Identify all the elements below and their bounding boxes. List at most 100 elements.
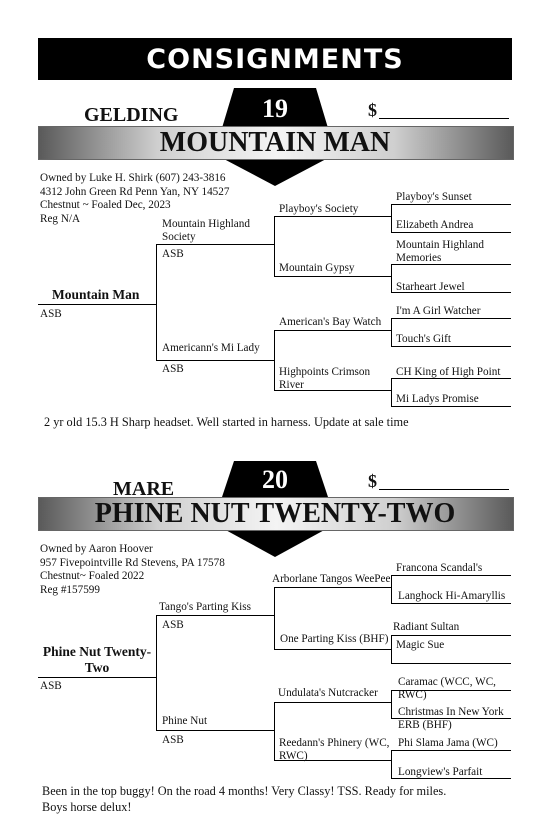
lot-19-sss: Playboy's Sunset	[396, 191, 472, 203]
pedigree-line	[274, 702, 392, 703]
lot-badge-19	[222, 88, 328, 186]
pedigree-line	[391, 690, 392, 718]
pedigree-line	[391, 318, 392, 346]
lot-19-subject-reg: ASB	[40, 308, 62, 320]
pedigree-line	[274, 276, 392, 277]
lot-19-pedigree-subject: Mountain Man	[52, 287, 140, 302]
lot-19-dam-sire: American's Bay Watch	[279, 316, 382, 328]
pedigree-line	[391, 750, 511, 751]
pedigree-line	[391, 318, 511, 319]
lot-20-ddd: Longview's Parfait	[398, 766, 483, 778]
pedigree-line	[274, 330, 275, 390]
pedigree-line	[391, 204, 511, 205]
pedigree-line	[274, 330, 392, 331]
lot-20-pedigree-subject: Phine Nut Twenty- Two	[38, 644, 156, 676]
pedigree-line	[38, 677, 157, 678]
pedigree-line	[156, 615, 157, 730]
pedigree-line	[156, 360, 275, 361]
lot-19-dss: I'm A Girl Watcher	[396, 305, 481, 317]
lot-20-sdd: Magic Sue	[396, 639, 445, 651]
lot-20-horse-name: PHINE NUT TWENTY-TWO	[94, 498, 456, 529]
owner-line: Chestnut~ Foaled 2022	[40, 570, 145, 582]
owner-line: Chestnut ~ Foaled Dec, 2023	[40, 199, 171, 211]
lot-19-dds: CH King of High Point	[396, 366, 501, 378]
subject-line: Two	[84, 660, 110, 675]
owner-line: 957 Fivepointville Rd Stevens, PA 17578	[40, 556, 225, 569]
pedigree-line	[274, 702, 275, 760]
lot-19-price-label: $	[368, 100, 377, 120]
owner-line: Owned by Aaron Hoover	[40, 543, 153, 555]
pedigree-line	[391, 575, 392, 603]
lot-20-number: 20	[262, 465, 288, 494]
pedigree-line	[274, 649, 392, 650]
pedigree-line	[391, 292, 511, 293]
lot-20-price-line	[379, 489, 509, 490]
pedigree-line	[391, 378, 392, 406]
lot-20-sire: Tango's Parting Kiss	[159, 601, 251, 613]
lot-20-sss: Francona Scandal's	[396, 562, 483, 574]
lot-20-ssd: Langhock Hi-Amaryllis	[398, 590, 506, 602]
lot-19-dam: Americann's Mi Lady	[162, 342, 260, 354]
lot-19-ddd: Mi Ladys Promise	[396, 393, 479, 405]
note-line: Boys horse delux!	[42, 800, 132, 814]
pedigree-line	[391, 406, 511, 407]
lot-19-ssd: Elizabeth Andrea	[396, 219, 474, 231]
lot-20-dsd: Christmas In New York ERB (BHF)	[398, 706, 504, 731]
lot-20-dss: Caramac (WCC, WC, RWC)	[398, 676, 496, 701]
lot-19-sex: GELDING	[84, 104, 179, 126]
pedigree-line	[391, 690, 511, 691]
pedigree-line	[156, 730, 275, 731]
pedigree-line	[391, 718, 511, 719]
pedigree-line	[274, 587, 392, 588]
lot-20-price-label: $	[368, 471, 377, 491]
lot-19-sire: Mountain Highland Society	[162, 218, 250, 243]
pedigree-line	[391, 204, 392, 232]
lot-19-sds: Mountain Highland Memories	[396, 239, 484, 264]
pedigree-line	[274, 760, 392, 761]
pedigree-line	[274, 216, 275, 276]
pedigree-line	[156, 244, 157, 360]
owner-line: Reg N/A	[40, 212, 81, 225]
lot-20-dam-sire: Undulata's Nutcracker	[278, 687, 378, 699]
pedigree-line	[156, 615, 275, 616]
lot-19-sdd: Starheart Jewel	[396, 281, 465, 293]
lot-19-price-line	[379, 118, 509, 119]
pedigree-line	[391, 750, 392, 778]
lot-badge-20	[222, 461, 328, 557]
lot-19-owner-info: Owned by Luke H. Shirk (607) 243-3816 43…	[40, 172, 229, 226]
lot-20-name-band	[38, 497, 514, 531]
lot-19-horse-name: MOUNTAIN MAN	[159, 127, 391, 158]
pedigree-line	[274, 216, 392, 217]
lot-19-notes: 2 yr old 15.3 H Sharp headset. Well star…	[44, 415, 409, 429]
lot-20-sire-sire: Arborlane Tangos WeePee	[272, 573, 391, 585]
lot-20-owner-info: Owned by Aaron Hoover 957 Fivepointville…	[40, 543, 225, 597]
pedigree-line	[391, 378, 511, 379]
lot-20-sds: Radiant Sultan	[393, 621, 460, 633]
lot-19-dsd: Touch's Gift	[396, 333, 451, 345]
pedigree-line	[38, 304, 157, 305]
owner-line: 4312 John Green Rd Penn Yan, NY 14527	[40, 185, 230, 198]
pedigree-line	[391, 264, 392, 292]
lot-20-dds: Phi Slama Jama (WC)	[398, 737, 498, 749]
pedigree-line	[391, 603, 511, 604]
lot-19-sire-reg: ASB	[162, 248, 184, 260]
pedigree-line	[274, 587, 275, 649]
pedigree-line	[391, 232, 511, 233]
owner-line: Reg #157599	[40, 583, 100, 596]
pedigree-line	[274, 390, 392, 391]
pedigree-line	[391, 575, 511, 576]
lot-20-dam-reg: ASB	[162, 734, 184, 746]
pedigree-line	[391, 778, 511, 779]
lot-20-dam: Phine Nut	[162, 715, 208, 727]
pedigree-line	[391, 663, 511, 664]
lot-20-sire-dam: One Parting Kiss (BHF)	[280, 633, 389, 645]
lot-19-sire-dam: Mountain Gypsy	[279, 262, 355, 274]
subject-line: Phine Nut Twenty-	[42, 644, 152, 659]
pedigree-line	[391, 264, 511, 265]
lot-20-sex: MARE	[113, 478, 175, 500]
lot-19-dam-dam: Highpoints Crimson River	[279, 366, 371, 391]
pedigree-line	[391, 346, 511, 347]
lot-20-notes: Been in the top buggy! On the road 4 mon…	[42, 783, 446, 815]
lot-19-number: 19	[262, 94, 288, 123]
lot-20-dam-dam: Reedann's Phinery (WC, RWC)	[279, 737, 390, 762]
